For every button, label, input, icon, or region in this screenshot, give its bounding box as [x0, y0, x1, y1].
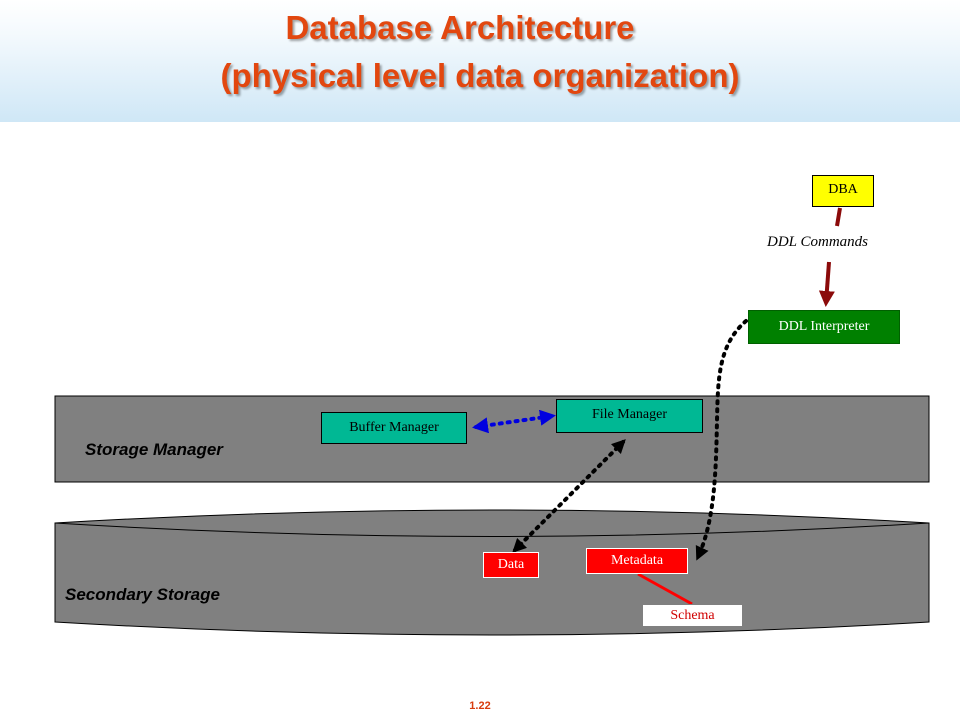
- storage-manager-region: [54, 395, 930, 483]
- file-manager-box[interactable]: File Manager: [556, 399, 703, 433]
- ddl-commands-label: DDL Commands: [767, 234, 868, 250]
- buffer-manager-label: Buffer Manager: [349, 420, 439, 435]
- page-title: Database Architecture: [285, 9, 635, 46]
- schema-label: Schema: [670, 608, 715, 623]
- cylinder-top-rim: [54, 522, 930, 537]
- metadata-schema-connector: [637, 572, 693, 606]
- dba-label: DBA: [828, 182, 858, 197]
- page-number: 1.22: [469, 700, 491, 712]
- dba-connector: [835, 207, 842, 227]
- buffer-file-arrow: [472, 409, 556, 434]
- file-manager-label: File Manager: [591, 407, 668, 422]
- ddl-interpreter-box[interactable]: DDL Interpreter: [748, 310, 900, 344]
- ddl-interpreter-label: DDL Interpreter: [778, 319, 870, 334]
- page-subtitle: (physical level data organization): [220, 57, 740, 94]
- buffer-manager-box[interactable]: Buffer Manager: [321, 412, 467, 444]
- metadata-box[interactable]: Metadata: [586, 548, 688, 574]
- data-box[interactable]: Data: [483, 552, 539, 578]
- dba-box[interactable]: DBA: [812, 175, 874, 207]
- ddl-commands-arrow: [818, 261, 835, 307]
- metadata-label: Metadata: [610, 553, 664, 568]
- secondary-storage-label: Secondary Storage: [65, 585, 220, 604]
- interpreter-to-metadata-arrow: [695, 319, 748, 561]
- header-band: [0, 0, 960, 122]
- schema-box[interactable]: Schema: [642, 604, 743, 627]
- file-data-arrow: [512, 439, 626, 553]
- data-label: Data: [497, 557, 525, 572]
- storage-manager-label: Storage Manager: [85, 440, 223, 459]
